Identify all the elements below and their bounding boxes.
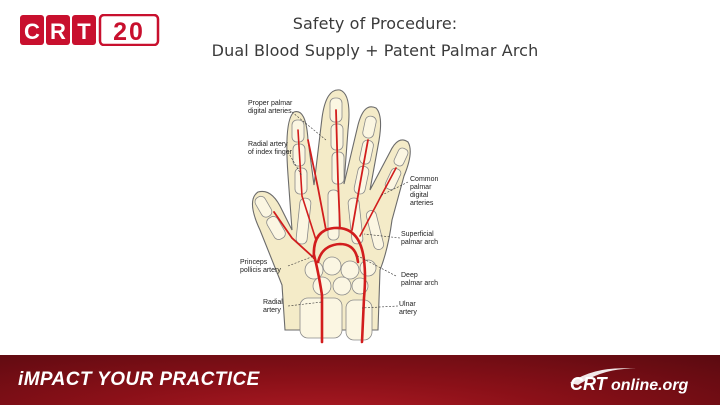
slide-title-line2: Dual Blood Supply + Patent Palmar Arch	[211, 41, 539, 60]
leader-lines	[287, 111, 409, 309]
svg-text:R: R	[50, 19, 66, 44]
footer-tagline: iMPACT YOUR PRACTICE	[18, 369, 260, 390]
svg-text:C: C	[24, 19, 40, 44]
footer-bar: iMPACT YOUR PRACTICE CRT online.org	[0, 355, 720, 405]
crtonline-logo[interactable]: CRT online.org	[566, 363, 696, 397]
label-common-palmar-digital: Common palmar digital arteries	[410, 176, 439, 207]
crt20-logo: C R T 20	[20, 14, 160, 46]
slide-title-line1: Safety of Procedure:	[292, 14, 458, 33]
hand-artery-diagram	[251, 89, 411, 344]
label-radial-artery-index: Radial artery of index finger	[248, 141, 292, 156]
label-ulnar-artery: Ulnar artery	[399, 301, 417, 316]
arteries	[273, 109, 397, 344]
label-superficial-palmar-arch: Superficial palmar arch	[401, 231, 438, 246]
svg-text:T: T	[77, 19, 91, 44]
label-deep-palmar-arch: Deep palmar arch	[401, 272, 438, 287]
label-radial-artery: Radial artery	[263, 299, 283, 314]
label-proper-palmar-digital: Proper palmar digital arteries	[248, 100, 293, 115]
svg-text:online.org: online.org	[611, 377, 689, 394]
logo-number: 20	[113, 18, 145, 46]
svg-text:CRT: CRT	[570, 374, 609, 394]
label-princeps-pollicis: Princeps pollicis artery	[240, 259, 281, 274]
